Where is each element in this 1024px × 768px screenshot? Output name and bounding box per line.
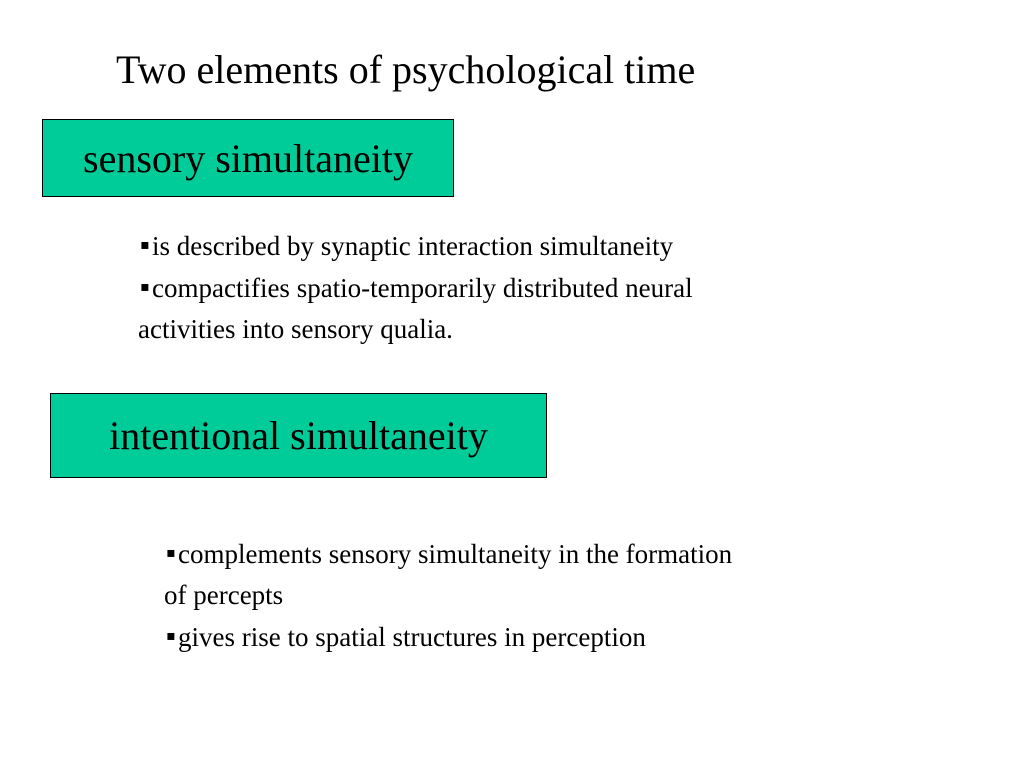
sensory-simultaneity-box: sensory simultaneity <box>42 119 454 197</box>
intentional-simultaneity-box: intentional simultaneity <box>50 393 547 478</box>
bullet-item: ▪is described by synaptic interaction si… <box>138 225 858 267</box>
bullet-continuation: of percepts <box>164 580 284 610</box>
sensory-simultaneity-heading: sensory simultaneity <box>83 135 413 181</box>
bullet-text: is described by synaptic interaction sim… <box>152 231 674 261</box>
bullet-text: gives rise to spatial structures in perc… <box>178 622 646 652</box>
intentional-bullet-list: ▪complements sensory simultaneity in the… <box>164 533 894 658</box>
slide-title: Two elements of psychological time <box>116 47 696 92</box>
intentional-simultaneity-heading: intentional simultaneity <box>109 413 488 458</box>
square-bullet-icon: ▪ <box>166 628 176 644</box>
square-bullet-icon: ▪ <box>166 545 176 561</box>
bullet-item: ▪gives rise to spatial structures in per… <box>164 616 894 658</box>
sensory-bullet-list: ▪is described by synaptic interaction si… <box>138 225 858 350</box>
bullet-item: ▪compactifies spatio-temporarily distrib… <box>138 267 858 309</box>
square-bullet-icon: ▪ <box>140 237 150 253</box>
bullet-item: ▪complements sensory simultaneity in the… <box>164 533 894 575</box>
bullet-text: complements sensory simultaneity in the … <box>178 539 733 569</box>
bullet-continuation: activities into sensory qualia. <box>138 314 453 344</box>
bullet-text: compactifies spatio-temporarily distribu… <box>152 273 693 303</box>
square-bullet-icon: ▪ <box>140 279 150 295</box>
